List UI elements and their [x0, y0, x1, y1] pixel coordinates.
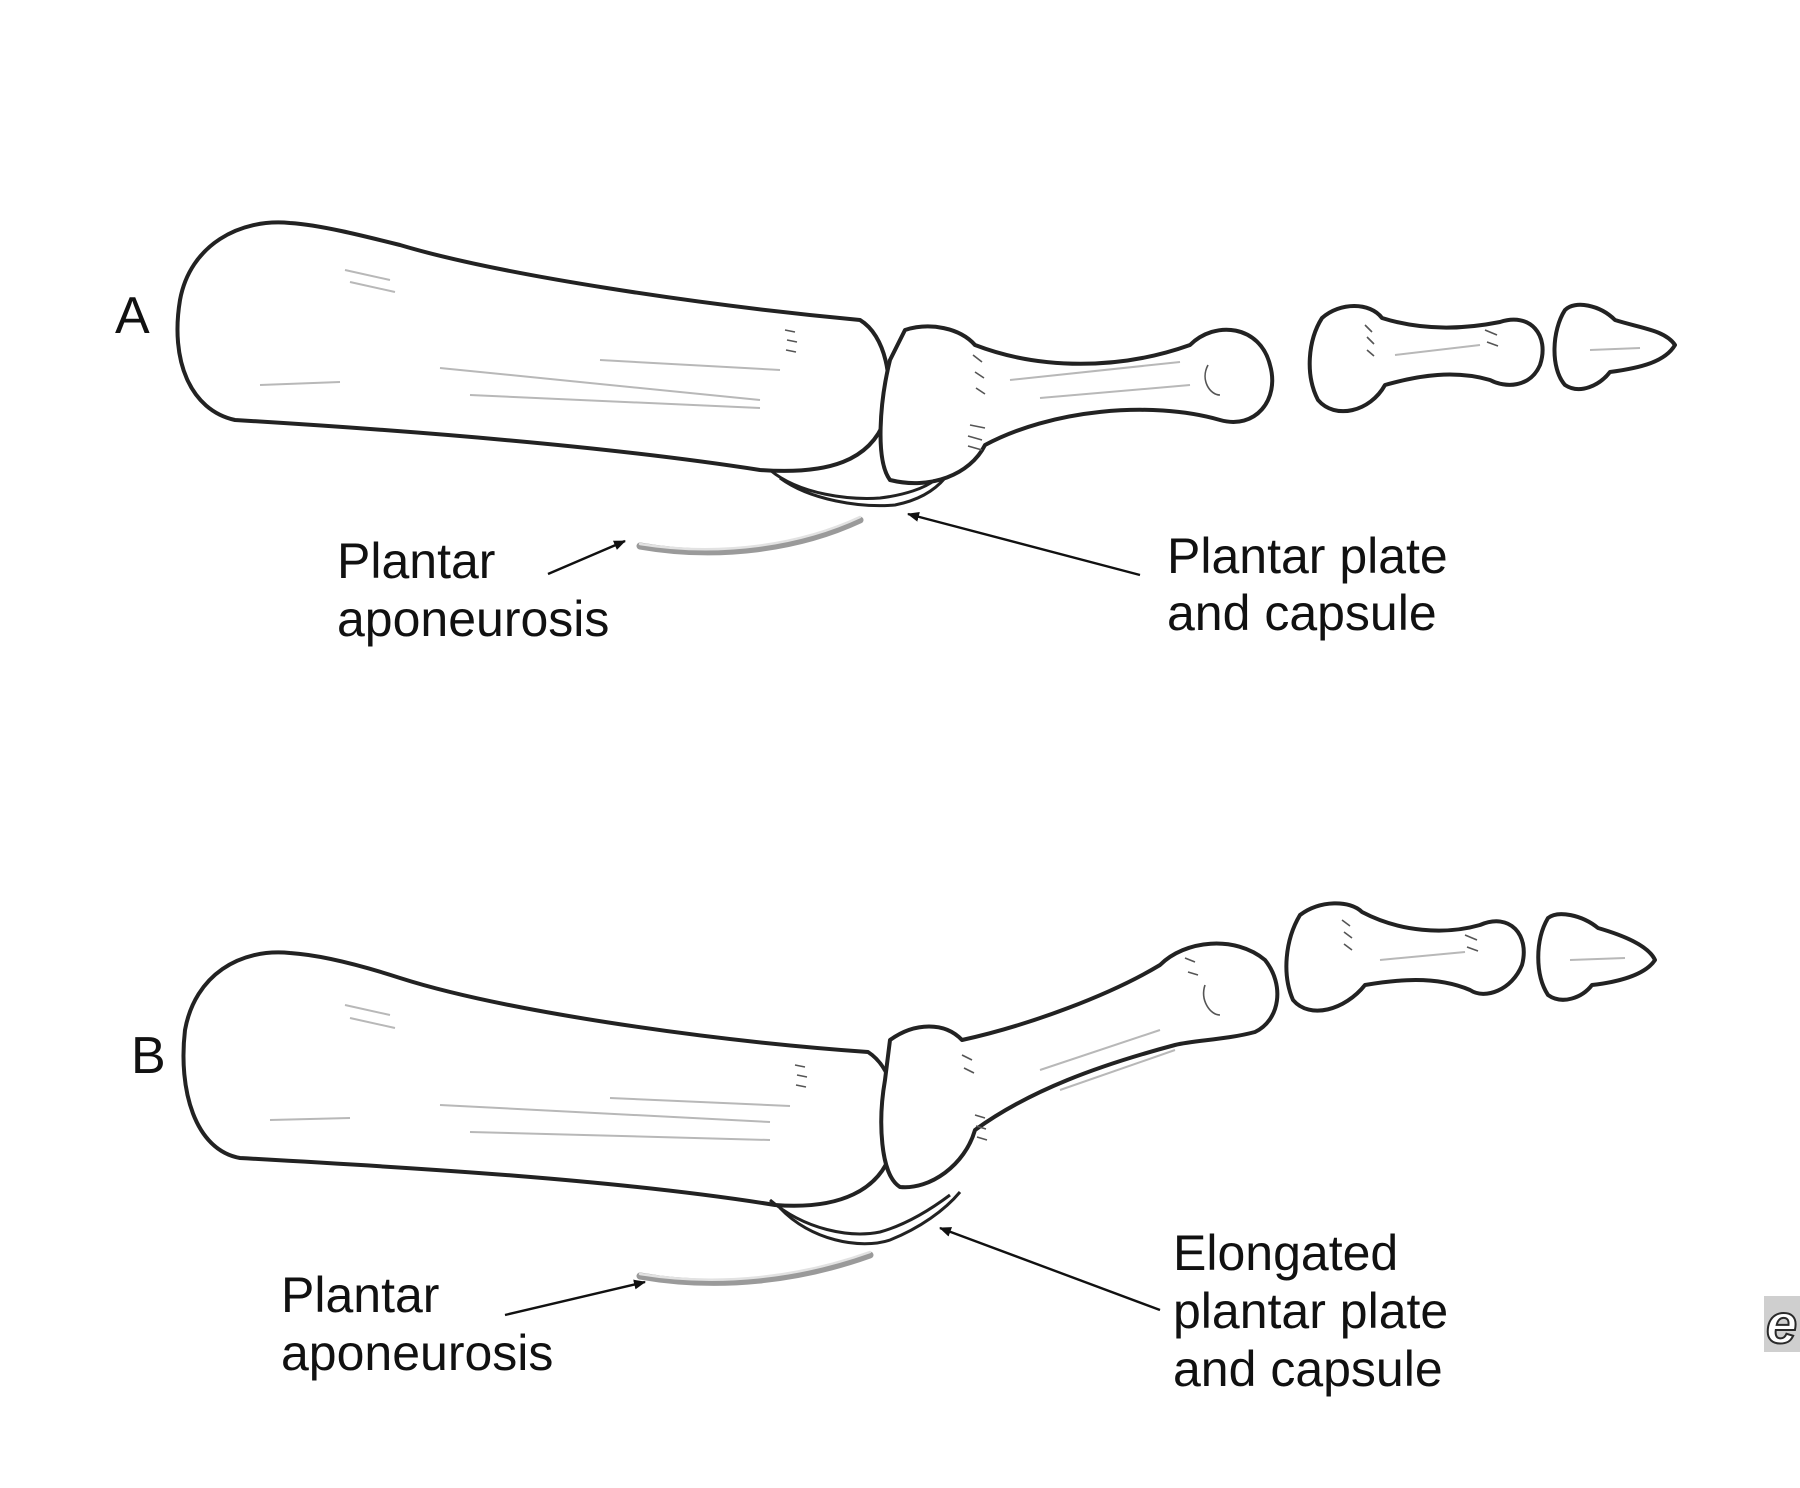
- bone-shading-line: [269, 1117, 351, 1121]
- bone-hatching: [972, 354, 986, 395]
- leader-arrow-plate-b: [939, 1226, 1161, 1312]
- panel-letter-a: A: [115, 287, 150, 345]
- plantar-aponeurosis-b: [636, 1251, 874, 1286]
- plantar-capsule-a: [769, 468, 936, 500]
- panel-letter-b: B: [131, 1027, 166, 1085]
- bone-shading-line: [259, 381, 341, 386]
- label-line: Plantar: [281, 1267, 439, 1323]
- metatarsal-bone-b: [181, 950, 899, 1208]
- publisher-logo-icon: e: [1764, 1291, 1800, 1356]
- bone-hatching: [1464, 934, 1479, 952]
- bone-shading-line: [1039, 384, 1191, 399]
- bone-shading-line: [1569, 957, 1626, 961]
- bone-hatching: [784, 329, 798, 353]
- bone-shading-line: [439, 1104, 771, 1123]
- bone-shading-line: [1059, 1049, 1176, 1091]
- bone-shading-line: [1394, 344, 1481, 356]
- metatarsal-bone-a: [175, 220, 891, 473]
- bone-shading-line: [439, 367, 761, 401]
- bone-hatching: [1184, 957, 1199, 976]
- elongated-plantar-capsule-b: [769, 1193, 951, 1236]
- bone-shading-line: [344, 269, 391, 281]
- bone-hatching: [961, 1054, 975, 1074]
- logo-background: [1764, 1296, 1800, 1352]
- label-plantar-plate-a: Plantar plate and capsule: [1167, 528, 1462, 641]
- distal-phalanx-a: [1552, 302, 1677, 392]
- bone-hatching: [1341, 919, 1353, 951]
- bone-hatching: [1202, 984, 1221, 1016]
- bone-hatching: [967, 424, 986, 451]
- bone-shading-line: [349, 281, 396, 293]
- proximal-phalanx-b: [879, 941, 1280, 1190]
- bone-shading-line: [1379, 951, 1466, 961]
- label-plantar-aponeurosis-b: Plantar aponeurosis: [281, 1267, 553, 1381]
- bone-shading-line: [469, 394, 761, 409]
- bone-hatching: [1364, 324, 1375, 357]
- panel-a: A Plantar: [115, 220, 1677, 647]
- bone-hatching: [794, 1064, 808, 1088]
- label-line: Plantar plate: [1167, 528, 1448, 584]
- leader-arrow-aponeurosis-b: [504, 1279, 646, 1317]
- bone-shading-line: [469, 1131, 771, 1141]
- proximal-phalanx-a: [878, 324, 1275, 486]
- bone-hatching: [1204, 364, 1221, 396]
- bone-shading-line: [344, 1004, 391, 1016]
- leader-arrow-plate-a: [907, 511, 1141, 577]
- bone-shading-line: [349, 1017, 396, 1029]
- aponeurosis-highlight: [638, 1250, 872, 1281]
- label-elongated-plantar-plate-b: Elongated plantar plate and capsule: [1173, 1225, 1462, 1397]
- leader-arrow-aponeurosis-a: [547, 539, 626, 576]
- label-line: aponeurosis: [337, 591, 609, 647]
- bone-shading-line: [1009, 361, 1181, 381]
- aponeurosis-highlight: [638, 515, 862, 551]
- label-line: and capsule: [1167, 585, 1437, 641]
- label-line: Elongated: [1173, 1225, 1398, 1281]
- bone-shading-line: [599, 359, 781, 371]
- elongated-plantar-plate-b: [778, 1191, 962, 1246]
- panel-b: B Plan: [131, 901, 1657, 1397]
- bone-hatching: [1484, 329, 1499, 347]
- label-plantar-aponeurosis-a: Plantar aponeurosis: [337, 533, 609, 647]
- bone-shading-line: [1589, 347, 1641, 351]
- plantar-aponeurosis-a: [636, 516, 864, 556]
- plantar-plate-a: [779, 476, 947, 508]
- bone-hatching: [974, 1114, 988, 1141]
- distal-phalanx-b: [1536, 912, 1657, 1002]
- bone-shading-line: [609, 1097, 791, 1107]
- label-line: plantar plate: [1173, 1283, 1448, 1339]
- label-line: aponeurosis: [281, 1325, 553, 1381]
- middle-phalanx-a: [1307, 304, 1545, 414]
- logo-glyph: e: [1766, 1292, 1797, 1355]
- label-line: Plantar: [337, 533, 495, 589]
- label-line: and capsule: [1173, 1341, 1443, 1397]
- bone-shading-line: [1039, 1029, 1161, 1071]
